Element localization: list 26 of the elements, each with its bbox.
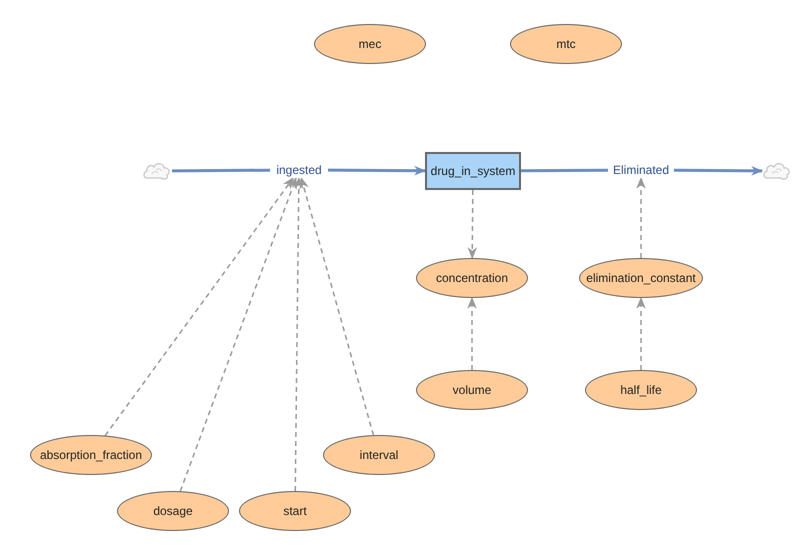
cloud-icon (142, 160, 172, 182)
variable-name: mec (358, 37, 382, 51)
cloud-icon (762, 160, 792, 182)
variable-name: absorption_fraction (40, 448, 142, 462)
variable-name: drug_in_system (430, 164, 516, 178)
flow-arrow (674, 166, 764, 176)
variable-name: elimination_constant (586, 271, 696, 285)
dashed-arrow (294, 176, 304, 491)
variable-name: mtc (556, 37, 576, 51)
variable-name: start (283, 504, 307, 518)
flow-line (172, 168, 270, 172)
dashed-arrow (300, 176, 374, 436)
variable-name: volume (452, 383, 492, 397)
flow-arrow (328, 166, 426, 176)
variable-name: concentration (436, 271, 508, 285)
flow-line (520, 168, 608, 172)
dashed-arrow (180, 176, 297, 492)
variable-name: half_life (620, 383, 662, 397)
dashed-arrow (104, 177, 294, 436)
dashed-arrow (636, 176, 646, 258)
variable-name: interval (360, 448, 398, 462)
dashed-arrow (468, 190, 478, 260)
stock-box (425, 152, 521, 190)
dashed-arrow (636, 296, 646, 370)
variable-name: dosage (153, 504, 193, 518)
dashed-arrow (467, 296, 477, 370)
